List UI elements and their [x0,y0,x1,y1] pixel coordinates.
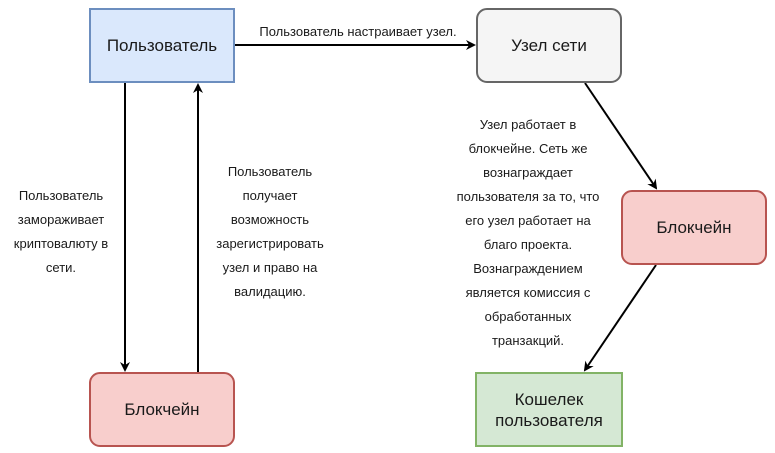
user-node-label: Пользователь [106,35,218,55]
edge-label-line: благо проекта. [483,237,573,252]
edge-label-user-to-blockchain: Пользователь замораживает криптовалюту в… [2,184,120,280]
edge-label-blockchain-to-user: Пользователь получает возможность зареги… [202,160,338,304]
edge-label-line: замораживает [17,212,105,227]
edge-label-line: Пользователь [18,188,104,203]
edge-label-line: блокчейне. Сеть же [468,141,588,156]
blockchain-left-label: Блокчейн [124,399,200,419]
edge-label-line: пользователя за то, что [456,189,600,204]
arrow-blockchain-to-wallet [583,264,657,372]
edge-label-line: получает [242,188,298,203]
edge-label-line: Вознаграждением [473,261,583,276]
edge-label-line: валидацию. [234,284,306,299]
blockchain-right-label: Блокчейн [656,217,732,237]
arrow-node-to-blockchain [584,82,658,190]
edge-label-line: зарегистрировать [216,236,324,251]
edge-label-line: транзакций. [491,333,565,348]
blockchain-node-right: Блокчейн [621,190,767,265]
wallet-label-line2: пользователя [495,410,603,430]
edge-label-line: его узел работает на [465,213,591,228]
wallet-node: Кошелек пользователя [475,372,623,447]
edge-label-line: сети. [45,260,77,275]
edge-label-line: Узел работает в [479,117,577,132]
edge-label-line: является комиссия с [465,285,591,300]
edge-label-line: обработанных [484,309,572,324]
network-node-label: Узел сети [511,35,587,55]
edge-label-user-to-node: Пользователь настраивает узел. [259,24,457,39]
edge-label-line: Пользователь [227,164,313,179]
edge-label-line: возможность [230,212,310,227]
edge-label-line: узел и право на [222,260,318,275]
blockchain-node-left: Блокчейн [89,372,235,447]
edge-label-line: вознаграждает [483,165,573,180]
edge-label-node-to-blockchain: Узел работает в блокчейне. Сеть же возна… [448,113,608,353]
user-node: Пользователь [89,8,235,83]
edge-label-line: криптовалюту в [13,236,109,251]
network-node: Узел сети [476,8,622,83]
wallet-label-line1: Кошелек [514,389,584,409]
